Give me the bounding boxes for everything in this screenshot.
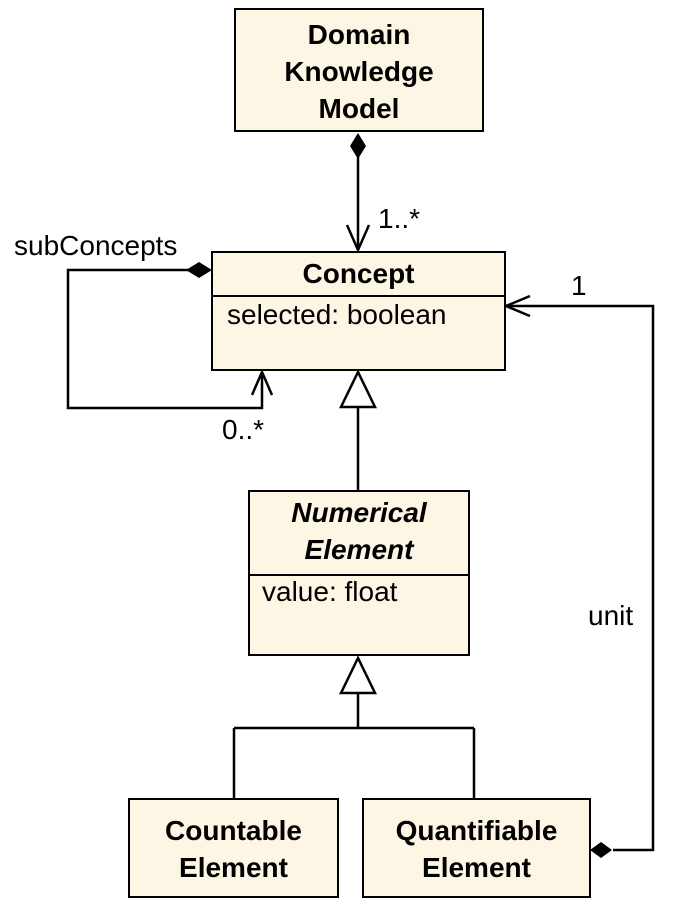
multiplicity-model-concepts: 1..*: [378, 203, 421, 234]
compartment-divider: [213, 295, 504, 297]
generalization-line-children: [232, 693, 476, 798]
class-name: Numerical Element: [291, 497, 427, 565]
class-name: Concept: [302, 258, 415, 289]
compartment-divider: [250, 574, 468, 576]
class-numerical-element[interactable]: Numerical Element value: float: [248, 490, 470, 656]
class-quantifiable-element[interactable]: Quantifiable Element: [362, 798, 591, 898]
unit-line: [506, 304, 655, 852]
role-unit: unit: [588, 600, 634, 631]
class-attribute: value: float: [262, 576, 398, 607]
subconcepts-line: [66, 268, 264, 410]
class-name: Countable Element: [165, 815, 302, 883]
class-name: Quantifiable Element: [395, 815, 558, 883]
arrowhead-model-concept: [345, 224, 371, 254]
composition-diamond-model: [350, 133, 366, 159]
generalization-triangle-numerical: [339, 655, 377, 695]
arrowhead-subconcepts: [250, 368, 274, 396]
class-concept[interactable]: Concept selected: boolean: [211, 251, 506, 371]
multiplicity-unit: 1: [571, 270, 587, 301]
arrowhead-unit: [502, 294, 531, 318]
role-subconcepts: subConcepts: [14, 230, 178, 261]
generalization-triangle-concept: [339, 369, 377, 409]
class-name: Domain Knowledge Model: [284, 19, 434, 124]
class-countable-element[interactable]: Countable Element: [128, 798, 339, 898]
multiplicity-subconcepts: 0..*: [222, 414, 265, 445]
class-attribute: selected: boolean: [227, 299, 447, 330]
composition-diamond-unit: [590, 842, 612, 858]
composition-diamond-subconcepts: [186, 262, 212, 278]
class-domain-knowledge-model[interactable]: Domain Knowledge Model: [234, 8, 484, 132]
